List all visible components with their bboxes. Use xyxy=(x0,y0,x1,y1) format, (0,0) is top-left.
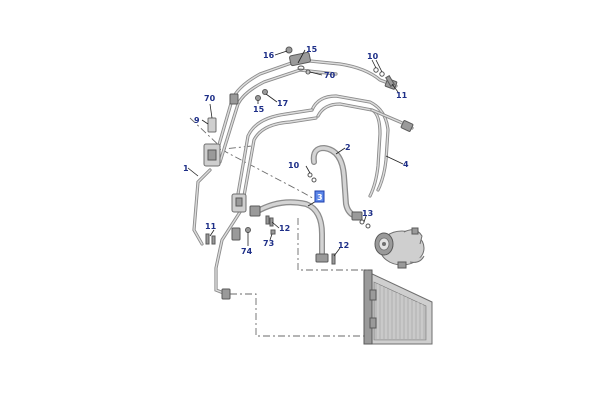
callout-15-mid: 15 xyxy=(253,105,265,114)
callout-74: 74 xyxy=(241,247,253,256)
condenser xyxy=(363,269,433,345)
callout-16: 16 xyxy=(263,51,275,60)
callout-10-mid: 10 xyxy=(288,161,300,170)
oring-13b xyxy=(365,223,371,229)
callout-2: 2 xyxy=(345,143,351,152)
callout-17: 17 xyxy=(277,99,288,108)
screw-74 xyxy=(245,227,251,233)
hose-3 xyxy=(249,199,329,263)
callout-12-bottom: 12 xyxy=(338,241,349,250)
callout-70-left: 70 xyxy=(204,94,216,103)
oring-10a xyxy=(373,67,379,73)
oring-10-mid-a xyxy=(307,172,313,178)
fasteners xyxy=(205,46,395,265)
callout-3: 3 xyxy=(317,193,323,202)
oring-10-mid-b xyxy=(311,177,317,183)
callout-labels: 16 15 70 10 11 15 17 70 9 1 10 2 4 3 13 … xyxy=(183,45,409,256)
bolt-12b xyxy=(269,217,274,227)
junction-block xyxy=(231,193,247,241)
callout-12-right: 12 xyxy=(279,224,290,233)
expansion-valve-block xyxy=(203,117,221,167)
bolt-12 xyxy=(265,215,270,225)
bolt-12-bottom xyxy=(331,253,336,265)
callout-4: 4 xyxy=(403,160,409,169)
clip-73 xyxy=(270,229,276,235)
bolt-16 xyxy=(285,46,293,54)
oring-15-top xyxy=(297,65,305,71)
callout-1: 1 xyxy=(183,164,189,173)
bolt-15 xyxy=(255,95,261,101)
callout-11-right: 11 xyxy=(396,91,408,100)
bolt-17 xyxy=(262,89,268,95)
hose-top-line xyxy=(212,51,398,164)
callout-3-highlight xyxy=(314,190,325,203)
hose-2 xyxy=(310,145,363,221)
ac-compressor xyxy=(374,227,425,269)
callout-15-top: 15 xyxy=(306,45,318,54)
hose-upper-center xyxy=(236,108,318,198)
callout-10-top: 10 xyxy=(367,52,379,61)
clip-11-left-b xyxy=(211,235,216,245)
leader-lines xyxy=(187,49,404,257)
oring-10b xyxy=(379,71,385,77)
condenser-fins xyxy=(377,284,423,339)
callout-13: 13 xyxy=(362,209,373,218)
clip-11-left xyxy=(205,233,210,245)
callout-9: 9 xyxy=(194,116,200,125)
callout-11-left: 11 xyxy=(205,222,217,231)
callout-70-top: 70 xyxy=(324,71,336,80)
hose-1 xyxy=(192,168,242,300)
oring-13a xyxy=(359,219,365,225)
callout-73: 73 xyxy=(263,239,274,248)
hose-line-4 xyxy=(310,94,414,198)
